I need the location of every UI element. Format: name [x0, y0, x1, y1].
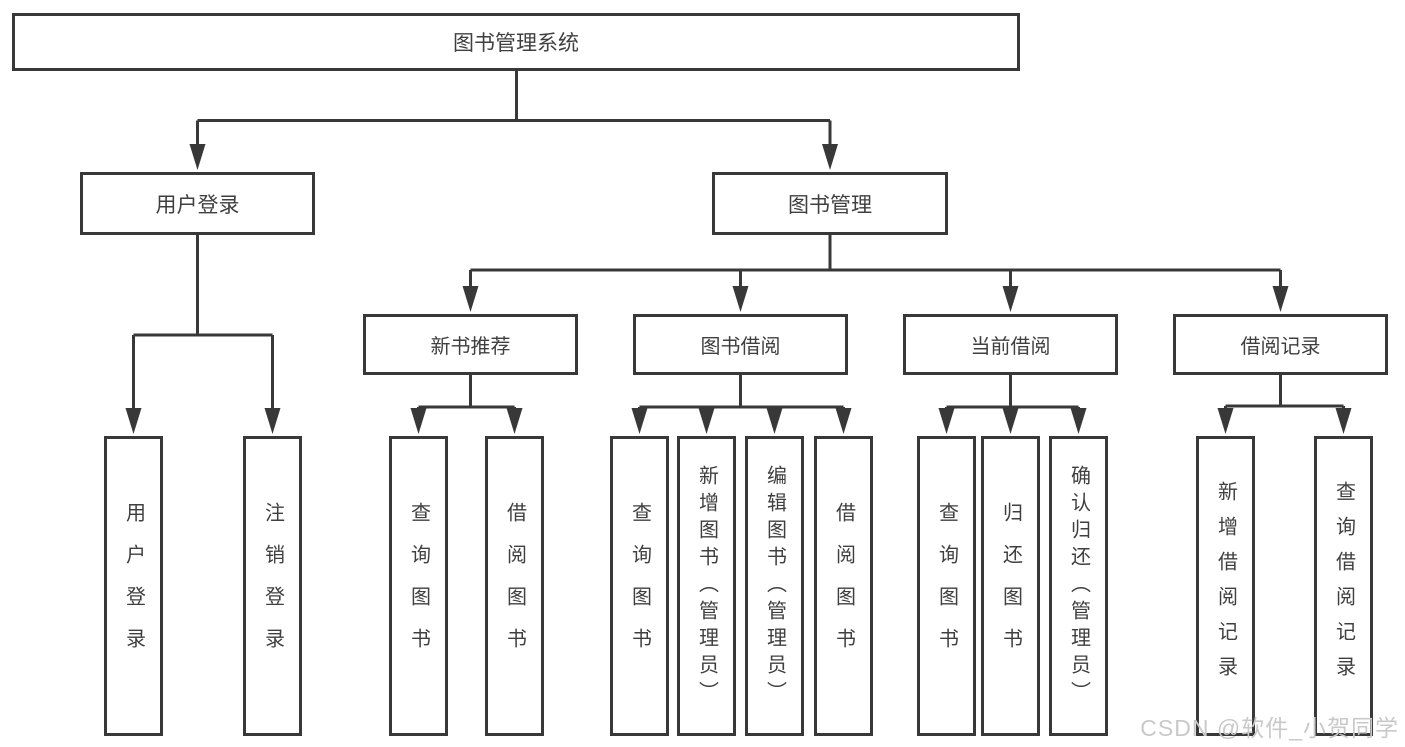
arrowheads-bookmgmt [462, 286, 1289, 312]
node-add-borrow-record-leaf: 新增借阅记录 [1196, 436, 1255, 736]
node-label: 归还图书 [999, 502, 1022, 670]
node-borrow-books-leaf: 借阅图书 [814, 436, 873, 736]
node-query-books-leaf: 查询图书 [917, 436, 976, 736]
node-book-management-branch: 图书管理 [712, 172, 948, 235]
arrowheads-borrow [631, 408, 852, 434]
node-logout-leaf: 注销登录 [243, 436, 302, 736]
node-label: 借阅图书 [832, 502, 855, 670]
connector-current-to-leaves [945, 375, 1080, 410]
node-user-login-leaf: 用户登录 [104, 436, 163, 736]
connector-borrow-to-leaves [638, 375, 845, 410]
node-current-borrowing: 当前借阅 [903, 314, 1118, 375]
node-label: 用户登录 [155, 193, 240, 217]
node-query-borrow-record-leaf: 查询借阅记录 [1314, 436, 1373, 736]
arrowheads-newbook [410, 408, 523, 434]
node-label: 注销登录 [261, 502, 284, 670]
node-label: 查询图书 [935, 502, 958, 670]
node-edit-book-admin-leaf: 编辑图书（管理员） [745, 436, 804, 736]
node-label: 借阅记录 [1240, 336, 1321, 358]
node-new-book-recommendation: 新书推荐 [363, 314, 578, 375]
node-label: 查询图书 [407, 502, 430, 670]
node-label: 新增图书（管理员） [695, 464, 718, 708]
node-book-borrowing: 图书借阅 [633, 314, 848, 375]
connector-records-to-leaves [1224, 375, 1345, 410]
csdn-watermark: CSDN @软件_小贺同学 [1140, 715, 1399, 741]
arrowheads-records [1217, 408, 1352, 434]
node-label: 编辑图书（管理员） [763, 464, 786, 708]
node-query-books-leaf: 查询图书 [389, 436, 448, 736]
node-label: 查询图书 [628, 502, 651, 670]
node-borrowing-records: 借阅记录 [1173, 314, 1388, 375]
node-query-books-leaf: 查询图书 [610, 436, 669, 736]
connector-userlogin-to-leaves [132, 235, 274, 410]
arrowheads-current [938, 408, 1087, 434]
node-label: 图书管理系统 [453, 32, 579, 55]
node-add-book-admin-leaf: 新增图书（管理员） [677, 436, 736, 736]
node-label: 借阅图书 [503, 502, 526, 670]
node-label: 用户登录 [122, 502, 145, 670]
connector-newbook-to-leaves [417, 375, 516, 410]
arrowheads-userlogin [125, 408, 281, 434]
node-confirm-return-admin-leaf: 确认归还（管理员） [1049, 436, 1108, 736]
node-user-login-branch: 用户登录 [80, 172, 315, 235]
node-label: 图书借阅 [700, 336, 781, 358]
node-library-management-system: 图书管理系统 [12, 13, 1020, 71]
node-label: 当前借阅 [970, 336, 1051, 358]
connector-bookmgmt-to-level3 [469, 235, 1282, 288]
arrowheads-root-to-level2 [189, 144, 838, 170]
node-return-books-leaf: 归还图书 [981, 436, 1040, 736]
node-label: 新书推荐 [430, 336, 511, 358]
connector-root-to-level2 [196, 71, 832, 146]
node-label: 查询借阅记录 [1332, 481, 1355, 691]
node-label: 图书管理 [788, 193, 872, 217]
node-label: 确认归还（管理员） [1067, 464, 1090, 708]
node-borrow-books-leaf: 借阅图书 [485, 436, 544, 736]
node-label: 新增借阅记录 [1214, 481, 1237, 691]
